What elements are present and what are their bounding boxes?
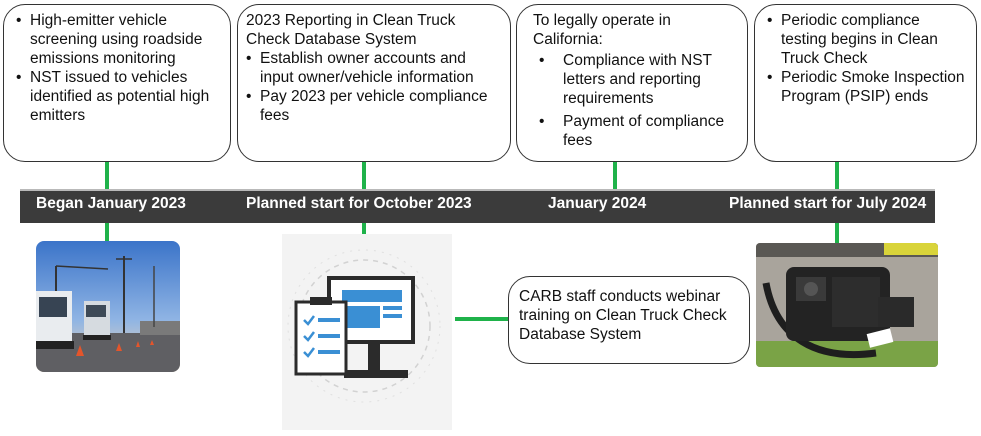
- box-roadside-screening: High-emitter vehicle screening using roa…: [3, 4, 231, 162]
- milestone-january-2023: Began January 2023: [36, 195, 186, 212]
- box5-text: CARB staff conducts webinar training on …: [519, 288, 727, 343]
- box2-item-1: Establish owner accounts and input owner…: [246, 49, 500, 87]
- box4-item-2: Periodic Smoke Inspection Program (PSIP)…: [767, 68, 966, 106]
- box-webinar-training: CARB staff conducts webinar training on …: [508, 276, 750, 364]
- box3-heading: To legally operate in California:: [533, 12, 671, 48]
- emissions-testing-device-photo: [756, 243, 938, 367]
- box3-item-2: Payment of compliance fees: [533, 112, 737, 150]
- computer-checklist-icon: [282, 234, 452, 430]
- box1-item-1: High-emitter vehicle screening using roa…: [16, 11, 220, 68]
- box-legal-operation: To legally operate in California: Compli…: [516, 4, 748, 162]
- box4-item-1: Periodic compliance testing begins in Cl…: [767, 11, 966, 68]
- box-2023-reporting: 2023 Reporting in Clean Truck Check Data…: [237, 4, 511, 162]
- box3-item-1: Compliance with NST letters and reportin…: [533, 51, 737, 108]
- box1-item-2: NST issued to vehicles identified as pot…: [16, 68, 220, 125]
- connector-5: [455, 317, 510, 321]
- milestone-july-2024: Planned start for July 2024: [729, 195, 927, 212]
- box2-item-2: Pay 2023 per vehicle compliance fees: [246, 87, 500, 125]
- milestone-october-2023: Planned start for October 2023: [246, 195, 472, 212]
- roadside-truck-screening-photo: [36, 241, 180, 372]
- connector-3: [613, 162, 617, 190]
- timeline-bar: [20, 189, 935, 223]
- box2-heading: 2023 Reporting in Clean Truck Check Data…: [246, 12, 456, 48]
- milestone-january-2024: January 2024: [548, 195, 647, 212]
- box-periodic-testing: Periodic compliance testing begins in Cl…: [754, 4, 977, 162]
